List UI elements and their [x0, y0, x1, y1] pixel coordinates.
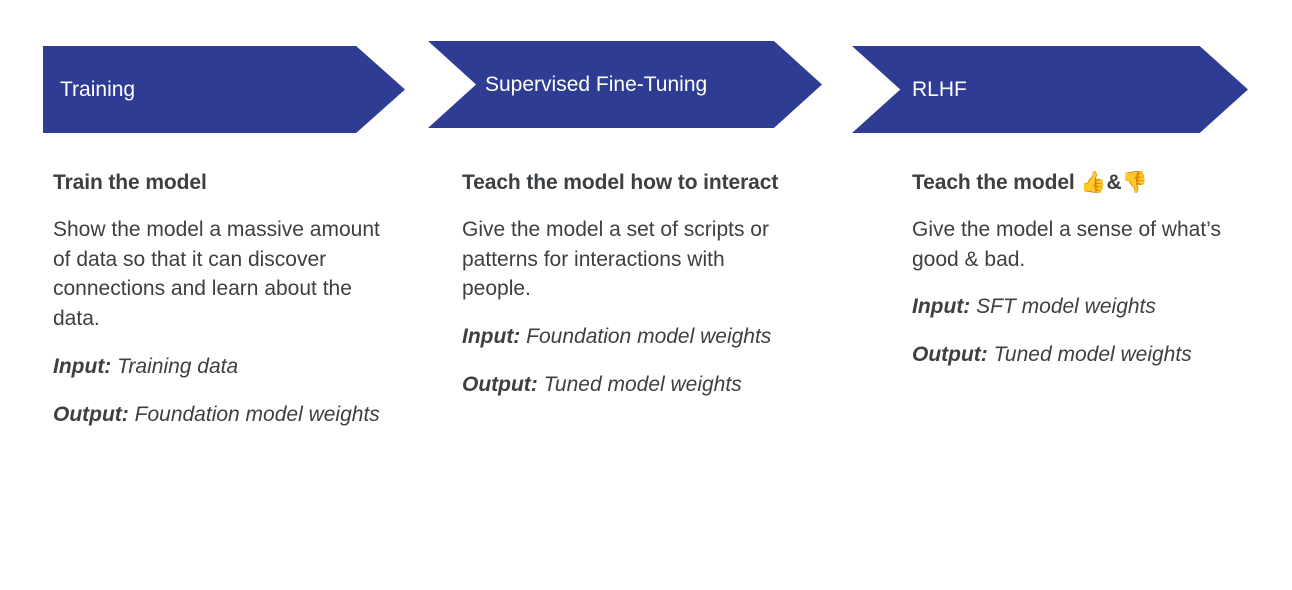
output-label-rlhf: Output: [912, 343, 988, 367]
input-value-training: Training data [117, 355, 239, 379]
input-label-supervised-fine-tuning: Input: [462, 325, 521, 349]
ampersand-separator: & [1106, 171, 1122, 194]
input-value-rlhf: SFT model weights [976, 295, 1156, 319]
stage-input-rlhf: Input: SFT model weights [912, 292, 1242, 322]
stage-banner-label-supervised-fine-tuning: Supervised Fine-Tuning [485, 72, 708, 96]
stage-heading-text-rlhf: Teach the model [912, 171, 1081, 194]
stage-heading-training: Train the model [53, 171, 207, 194]
stage-output-training: Output: Foundation model weights [53, 400, 383, 430]
stage-heading-rlhf: Teach the model 👍&👎 [912, 168, 1242, 198]
stage-output-supervised-fine-tuning: Output: Tuned model weights [462, 370, 792, 400]
stage-column-rlhf: Teach the model 👍&👎 Give the model a sen… [912, 168, 1242, 388]
input-label-rlhf: Input: [912, 295, 971, 319]
stage-banner-training[interactable]: Training [43, 46, 405, 133]
stage-input-training: Input: Training data [53, 352, 383, 382]
stage-banner-label-rlhf: RLHF [912, 77, 967, 101]
output-value-training: Foundation model weights [134, 402, 380, 426]
stage-heading-supervised-fine-tuning: Teach the model how to interact [462, 171, 779, 194]
stage-input-supervised-fine-tuning: Input: Foundation model weights [462, 322, 792, 352]
stage-banner-label-training: Training [60, 77, 136, 101]
thumbs-down-icon: 👎 [1121, 171, 1148, 194]
input-label-training: Input: [53, 355, 112, 379]
pipeline-banner-row: Training Supervised Fine-Tuning RLHF [0, 0, 1292, 150]
thumbs-up-icon: 👍 [1080, 171, 1107, 194]
stage-description-supervised-fine-tuning: Give the model a set of scripts or patte… [462, 217, 769, 301]
stage-banner-supervised-fine-tuning[interactable]: Supervised Fine-Tuning [428, 41, 822, 128]
output-label-training: Output: [53, 402, 129, 426]
stage-description-training: Show the model a massive amount of data … [53, 217, 380, 331]
output-label-supervised-fine-tuning: Output: [462, 373, 538, 397]
stage-description-rlhf: Give the model a sense of what’s good & … [912, 217, 1221, 271]
stage-banner-rlhf[interactable]: RLHF [852, 46, 1248, 133]
output-value-rlhf: Tuned model weights [993, 343, 1192, 367]
stage-column-training: Train the model Show the model a massive… [53, 168, 383, 448]
stage-column-supervised-fine-tuning: Teach the model how to interact Give the… [462, 168, 792, 418]
stage-output-rlhf: Output: Tuned model weights [912, 340, 1242, 370]
output-value-supervised-fine-tuning: Tuned model weights [543, 373, 742, 397]
input-value-supervised-fine-tuning: Foundation model weights [526, 325, 772, 349]
